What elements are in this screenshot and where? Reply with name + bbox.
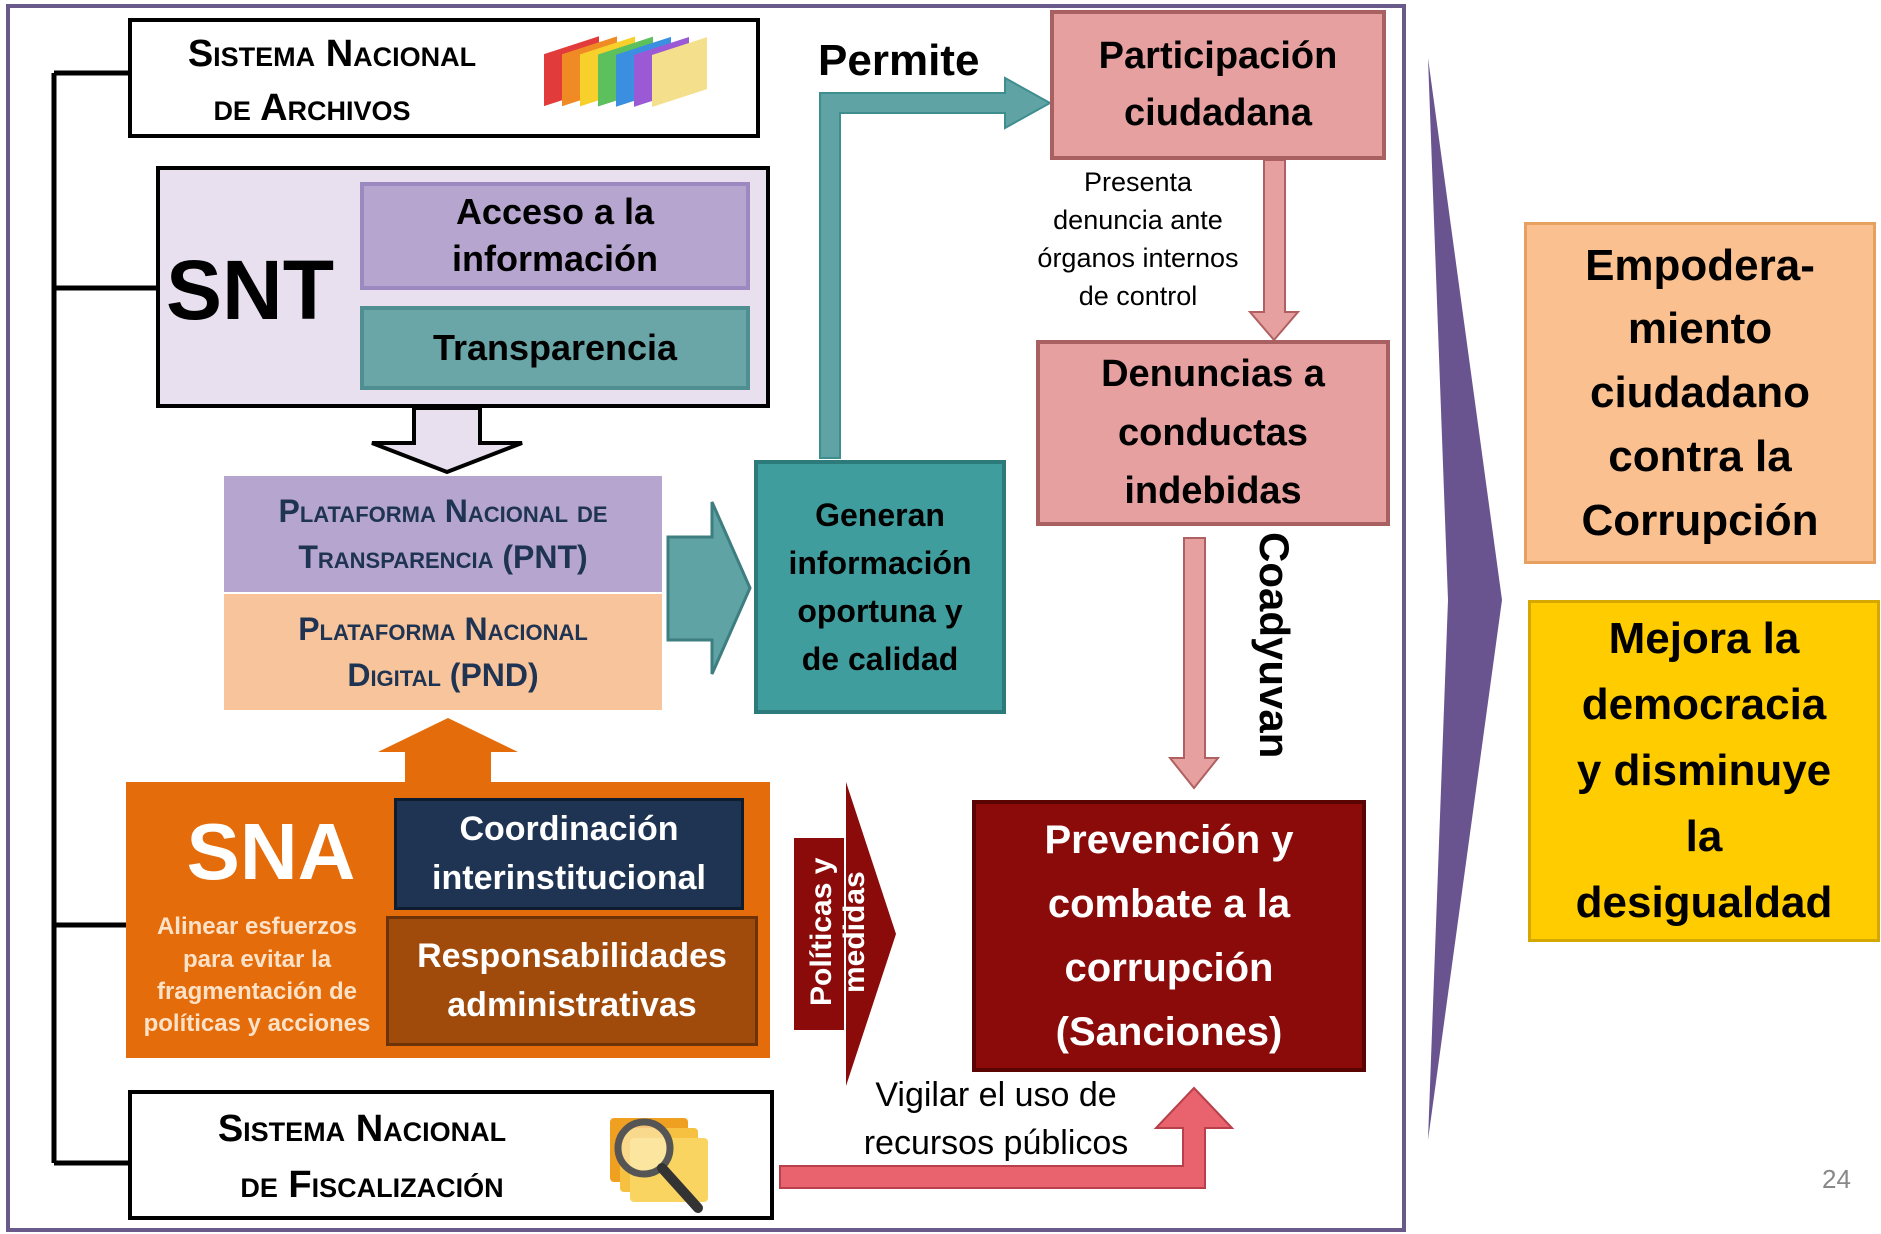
- pnd-line1: Plataforma Nacional: [298, 610, 588, 647]
- vigilar-arrow: [779, 1086, 1235, 1189]
- sna-subtitle: Alinear esfuerzos para evitar la fragmen…: [143, 913, 371, 1038]
- snt-box: SNT Acceso a la información Transparenci…: [156, 166, 770, 408]
- pnt-line1: Plataforma Nacional de: [278, 492, 608, 529]
- snt-down-arrow: [371, 406, 523, 475]
- vigilar-label: Vigilar el uso de recursos públicos: [863, 1076, 1129, 1162]
- pnd-line2: Digital (PND): [347, 657, 539, 693]
- left-bracket: [51, 70, 156, 1166]
- teal-block-arrow: [666, 501, 752, 675]
- politicas-label: Políticas y medidas: [805, 857, 871, 1007]
- fiscalizacion-line2: de Fiscalización: [240, 1163, 504, 1206]
- denuncias-box: Denuncias a conductas indebidas: [1036, 340, 1390, 526]
- politicas-arrow: [846, 782, 896, 1086]
- presenta-label: Presenta denuncia ante órganos internos …: [1037, 167, 1239, 311]
- participacion-box: Participación ciudadana: [1050, 10, 1386, 160]
- sna-label: SNA: [186, 807, 356, 896]
- magnifier-folders-icon: [610, 1118, 708, 1213]
- pnd-box: Plataforma Nacional Digital (PND): [224, 594, 662, 710]
- permite-label: Permite: [818, 36, 980, 85]
- snt-label: SNT: [166, 242, 334, 337]
- responsabilidades-box: Responsabilidades administrativas: [386, 916, 758, 1046]
- archivos-line2: de Archivos: [213, 86, 411, 129]
- coadyuvan-label: Coadyuvan: [1251, 532, 1298, 759]
- fiscalizacion-line1: Sistema Nacional: [217, 1107, 507, 1150]
- prevencion-box: Prevención y combate a la corrupción (Sa…: [972, 800, 1366, 1072]
- archivos-box: Sistema Nacional de Archivos: [128, 18, 760, 138]
- acceso-box: Acceso a la información: [360, 182, 750, 290]
- sna-up-arrow: [378, 718, 518, 782]
- sna-box: SNA Alinear esfuerzos para evitar la fra…: [126, 782, 770, 1058]
- large-chevron-arrow: [1428, 58, 1502, 1140]
- permite-arrow: [819, 76, 1053, 459]
- coordinacion-box: Coordinación interinstitucional: [394, 798, 744, 910]
- archivos-line1: Sistema Nacional: [187, 32, 477, 75]
- mejora-box: Mejora la democracia y disminuye la desi…: [1528, 600, 1880, 942]
- generan-box: Generan información oportuna y de calida…: [754, 460, 1006, 714]
- coadyuvan-arrow: [1167, 537, 1221, 790]
- presenta-arrow: [1247, 159, 1301, 342]
- page-number: 24: [1822, 1164, 1851, 1194]
- pnt-box: Plataforma Nacional de Transparencia (PN…: [224, 476, 662, 592]
- transparencia-box: Transparencia: [360, 306, 750, 390]
- outer-frame: [6, 4, 1406, 1232]
- colored-folders-icon: [544, 36, 707, 108]
- pnt-line2: Transparencia (PNT): [298, 539, 588, 575]
- fiscalizacion-box: Sistema Nacional de Fiscalización: [128, 1090, 774, 1220]
- empoderamiento-box: Empodera- miento ciudadano contra la Cor…: [1524, 222, 1876, 564]
